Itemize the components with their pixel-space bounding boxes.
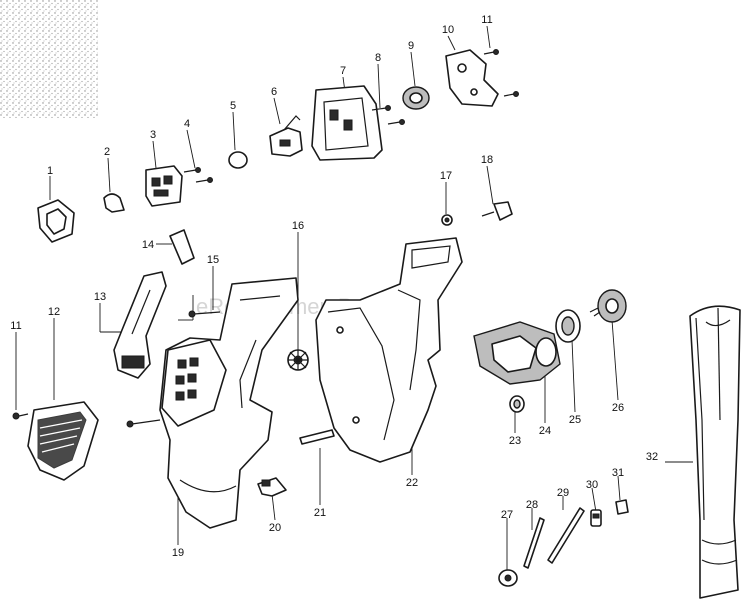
part-20-clip [257, 477, 287, 497]
callout-21: 21 [314, 507, 326, 519]
scan-noise-area [0, 0, 98, 118]
callout-8: 8 [375, 52, 381, 64]
callout-6: 6 [271, 86, 277, 98]
part-18-knob-bolt [481, 201, 513, 221]
part-2-cap [103, 193, 125, 213]
part-14-latch [169, 229, 195, 265]
part-11-screw-left [12, 412, 29, 420]
part-9-bearing [402, 86, 430, 110]
part-19-screw [126, 419, 161, 428]
part-15-screw [188, 310, 221, 318]
callout-29: 29 [557, 487, 569, 499]
part-31-clip [615, 499, 629, 515]
callout-10: 10 [442, 24, 454, 36]
part-29-tube [547, 507, 585, 564]
part-26-bearing [589, 289, 627, 323]
callout-19: 19 [172, 547, 184, 559]
part-17-nut [441, 214, 453, 226]
callout-23: 23 [509, 435, 521, 447]
callout-28: 28 [526, 499, 538, 511]
callout-1: 1 [47, 165, 53, 177]
part-23-bushing [509, 395, 525, 413]
callout-24: 24 [539, 425, 551, 437]
part-12-filter-cover [27, 401, 99, 481]
callout-16: 16 [292, 220, 304, 232]
part-6-throttle [269, 115, 303, 157]
callout-22: 22 [406, 477, 418, 489]
part-4-screws [183, 167, 213, 183]
callout-32: 32 [646, 451, 658, 463]
callout-27: 27 [501, 509, 513, 521]
part-27-ring [498, 569, 518, 587]
part-24-scroll [473, 321, 561, 385]
callout-18: 18 [481, 154, 493, 166]
callout-4: 4 [184, 118, 190, 130]
part-7-cover-plate [311, 85, 383, 161]
callout-30: 30 [586, 479, 598, 491]
callout-15: 15 [207, 254, 219, 266]
part-30-connector [590, 509, 602, 527]
callout-2: 2 [104, 146, 110, 158]
part-11-screw-top [483, 49, 519, 97]
callout-11-top: 11 [481, 14, 492, 26]
callout-5: 5 [230, 100, 236, 112]
callout-14: 14 [142, 239, 154, 251]
callout-17: 17 [440, 170, 452, 182]
part-1-grommet [37, 199, 75, 243]
callout-31: 31 [612, 467, 624, 479]
callout-20: 20 [269, 522, 281, 534]
part-10-bracket [445, 49, 499, 107]
part-16-fan-impeller [287, 349, 309, 371]
part-13-handle [113, 271, 167, 379]
callout-26: 26 [612, 402, 624, 414]
part-28-tube [523, 517, 545, 569]
part-25-washer [555, 309, 581, 343]
part-22-housing-right [315, 237, 463, 463]
callout-labels: 1 2 3 4 5 6 7 8 9 10 11 11 12 13 14 15 1… [10, 14, 658, 559]
callout-13: 13 [94, 291, 106, 303]
callout-11-left: 11 [10, 320, 21, 332]
part-21-pin [299, 429, 335, 445]
part-19-housing-left [159, 277, 299, 529]
callout-7: 7 [340, 65, 346, 77]
callout-9: 9 [408, 40, 414, 52]
part-3-switch-block [145, 165, 183, 207]
callout-12: 12 [48, 306, 60, 318]
part-5-button [228, 151, 248, 169]
part-32-blower-tube [689, 305, 741, 599]
part-8-screws [371, 105, 405, 125]
housing-vent-slots [175, 357, 199, 401]
callout-25: 25 [569, 414, 581, 426]
callout-3: 3 [150, 129, 156, 141]
